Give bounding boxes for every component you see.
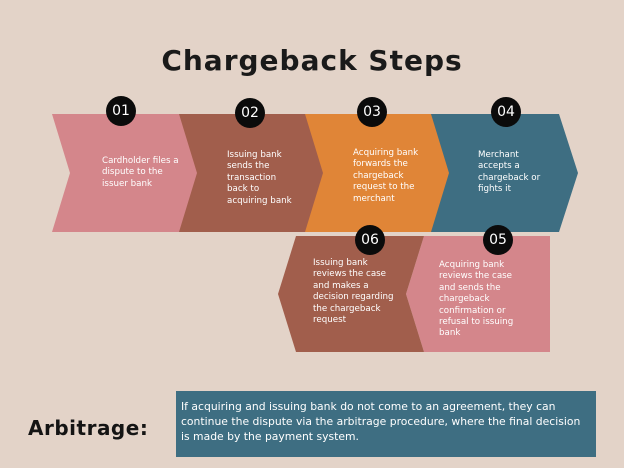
chevron-step-5 — [406, 236, 550, 352]
step-text-2: Issuing bank sends the transaction back … — [227, 150, 292, 206]
step-number-1: 01 — [106, 96, 136, 126]
step-number-2: 02 — [235, 98, 265, 128]
arbitrage-description: If acquiring and issuing bank do not com… — [176, 391, 596, 457]
step-text-5: Acquiring bank reviews the case and send… — [439, 260, 514, 339]
chevron-step-6 — [278, 236, 424, 352]
arbitrage-label: Arbitrage: — [28, 416, 149, 440]
step-text-6: Issuing bank reviews the case and makes … — [313, 258, 394, 326]
chevron-step-2 — [179, 114, 326, 232]
step-text-4: Merchant accepts a chargeback or fights … — [478, 150, 541, 195]
step-text-3: Acquiring bank forwards the chargeback r… — [353, 148, 419, 204]
page-title: Chargeback Steps — [161, 44, 463, 77]
step-number-3: 03 — [357, 97, 387, 127]
chevron-step-1 — [52, 114, 199, 232]
chevron-step-3 — [305, 114, 451, 232]
step-number-5: 05 — [483, 225, 513, 255]
step-number-6: 06 — [355, 225, 385, 255]
chevron-step-4 — [431, 114, 578, 232]
step-text-1: Cardholder files a dispute to the issuer… — [102, 156, 179, 189]
step-number-4: 04 — [491, 97, 521, 127]
